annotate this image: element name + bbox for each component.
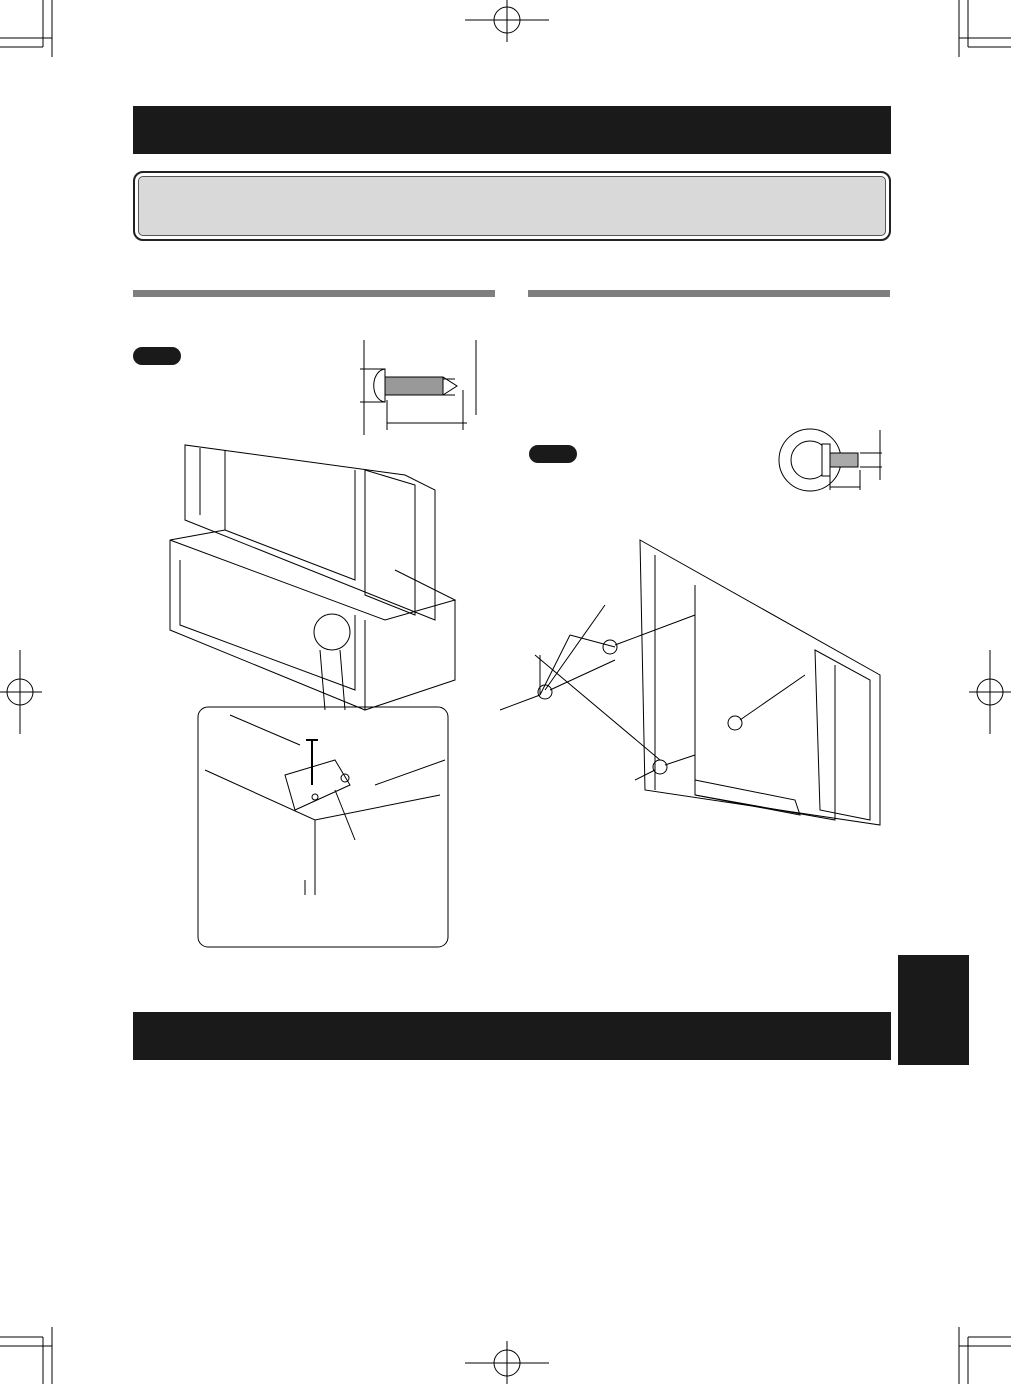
screw-diagram-icon bbox=[360, 340, 477, 435]
section-subheader-box bbox=[133, 171, 891, 241]
crosshair-registration-icon bbox=[465, 1341, 549, 1384]
crop-mark-bottom-right bbox=[958, 1327, 1011, 1384]
crop-mark-top-right bbox=[958, 0, 1011, 57]
side-index-tab bbox=[898, 955, 969, 1065]
crosshair-registration-icon bbox=[465, 0, 549, 42]
note-badge bbox=[133, 347, 181, 365]
section-header-bar bbox=[133, 1012, 891, 1060]
crosshair-registration-icon bbox=[969, 650, 1011, 734]
eyebolt-diagram-icon bbox=[778, 428, 882, 492]
crop-mark-bottom-left bbox=[0, 1327, 53, 1384]
right-section-rule bbox=[528, 290, 890, 297]
tv-wall-anchor-illustration bbox=[499, 539, 881, 826]
tv-on-stand-illustration bbox=[169, 444, 457, 948]
crop-mark-top-left bbox=[0, 0, 53, 57]
crosshair-registration-icon bbox=[0, 650, 42, 734]
left-section-rule bbox=[133, 290, 495, 297]
note-badge bbox=[529, 445, 577, 463]
page-header-bar bbox=[133, 106, 891, 154]
